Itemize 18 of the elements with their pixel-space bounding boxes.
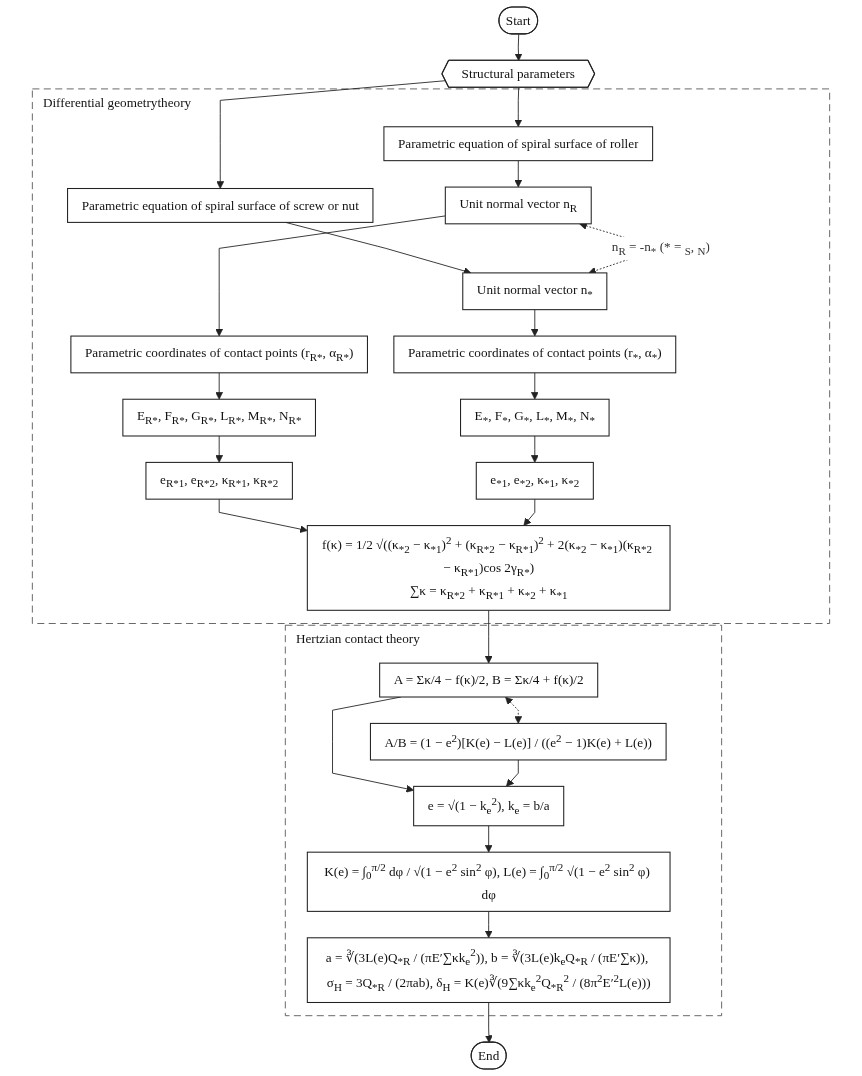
- node-box: e = √(1 − k$_{e}$$^{2}$), k$_{e}$ = b/a: [413, 785, 565, 827]
- node-box: E$_{R*}$, F$_{R*}$, G$_{R*}$, L$_{R*}$, M$_{R*}$, N$_{R*}$: [122, 398, 316, 437]
- node-box: Parametric equation of spiral surface of roller: [383, 126, 654, 162]
- node-box: a = ∛(3L(e)Q$_{*R}$ / (πE′∑κk$_{e}$$^{2}$)), b = ∛(3L(e)k$_{e}$Q$_{*R}$ / (πE′∑κ)), σ$_{H}$ = 3Q$_{*R}$ / (2πab), δ$_{H}$ = K(e)∛(9∑κk$_{e}$$^{2}$Q$_{*R}$$^{2}$ / (8π$^{2}$E′$^{2}$L(e))): [306, 937, 671, 1003]
- node-box: Unit normal vector n$_{R}$: [444, 186, 592, 225]
- node-box: E$_{*}$, F$_{*}$, G$_{*}$, L$_{*}$, M$_{*}$, N$_{*}$: [460, 398, 610, 437]
- arrow: [505, 696, 523, 724]
- node-box: f(κ) = 1/2 √((κ$_{*2}$ − κ$_{*1}$)$^{2}$ + (κ$_{R*2}$ − κ$_{R*1}$)$^{2}$ + 2(κ$_{*2}$ − κ$_{*1}$)(κ$_{R*2}$ − κ$_{R*1}$)cos 2γ$_{R*}$) ∑κ = κ$_{R*2}$ + κ$_{R*1}$ + κ$_{*2}$ + κ$_{*1}$: [306, 525, 671, 611]
- node-box: Parametric coordinates of contact points (r$_{*}$, α$_{*}$): [393, 335, 677, 374]
- node-box: K(e) = ∫$_{0}$$^{π/2}$ dφ / √(1 − e$^{2}$ sin$^{2}$ φ), L(e) = ∫$_{0}$$^{π/2}$ √(1 − e$^{2}$ sin$^{2}$ φ) dφ: [306, 851, 671, 912]
- node-box: Parametric equation of spiral surface of screw or nut: [67, 187, 374, 223]
- node-box: A/B = (1 − e$^{2}$)[K(e) − L(e)] / ((e$^{2}$ − 1)K(e) + L(e)): [369, 722, 667, 761]
- edge-label: n$_{R}$ = -n$_{*}$ (* = $_{S}$, $_{N}$): [611, 239, 710, 258]
- node-box: Unit normal vector n$_{*}$: [462, 272, 608, 311]
- node-box: e$_{R*1}$, e$_{R*2}$, κ$_{R*1}$, κ$_{R*2}$: [145, 461, 293, 500]
- node-box: Parametric coordinates of contact points (r$_{R*}$, α$_{R*}$): [70, 335, 368, 374]
- node-box: A = Σκ/4 − f(κ)/2, B = Σκ/4 + f(κ)/2: [379, 662, 599, 698]
- node-box: e$_{*1}$, e$_{*2}$, κ$_{*1}$, κ$_{*2}$: [475, 461, 594, 500]
